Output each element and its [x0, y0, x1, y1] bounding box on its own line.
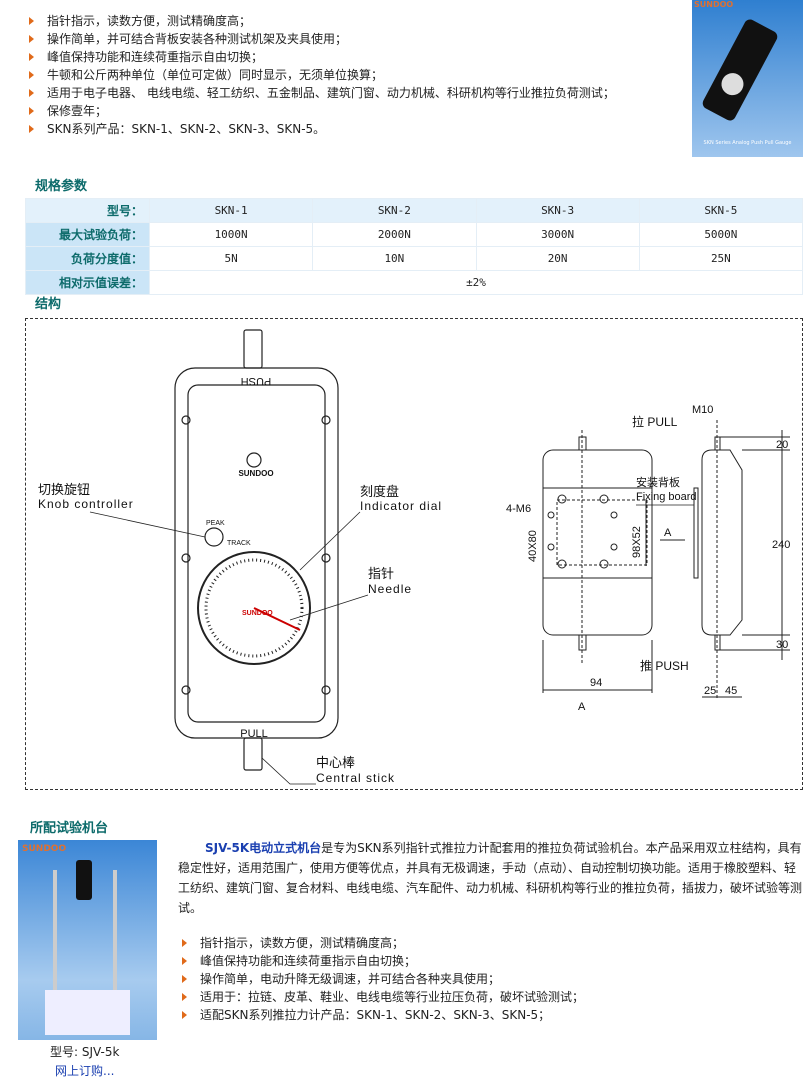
gauge-photo	[700, 17, 780, 123]
dim-94: 94	[590, 677, 602, 689]
knob-label-cn: 切换旋钮	[38, 482, 90, 497]
machine-description-text: SJV-5K电动立式机台是专为SKN系列指针式推拉力计配套用的推拉负荷试验机台。…	[178, 838, 802, 918]
board-label-en: Fixing board	[636, 491, 697, 503]
view-a-arrow: A	[664, 527, 672, 539]
product-caption: SKN Series Analog Push Pull Gauge	[703, 140, 792, 146]
structure-diagram-frame	[25, 318, 803, 790]
gauge-back-view	[542, 420, 790, 700]
machine-description: SJV-5K电动立式机台是专为SKN系列指针式推拉力计配套用的推拉负荷试验机台。…	[178, 838, 802, 918]
cell: 10N	[312, 246, 477, 271]
feature-item: 适用于电子电器、 电线电缆、轻工纺织、五金制品、建筑门窗、动力机械、科研机构等行…	[25, 84, 615, 102]
feature-item: 操作简单，电动升降无级调速，并可结合各种夹具使用；	[178, 970, 584, 988]
needle-icon	[253, 607, 301, 631]
machine-name: SJV-5K电动立式机台	[205, 841, 322, 855]
machine-image: SUNDOO	[18, 840, 157, 1040]
board-label-cn: 安装背板	[636, 475, 680, 489]
push-side-label: 推 PUSH	[640, 659, 689, 673]
knob-label-en: Knob controller	[38, 497, 134, 511]
table-row: 相对示值误差：±2%	[25, 270, 803, 295]
cell: 25N	[638, 246, 804, 271]
feature-list: 指针指示，读数方便，测试精确度高； 操作简单，并可结合背板安装各种测试机架及夹具…	[25, 12, 615, 138]
feature-item: 保修壹年；	[25, 102, 615, 120]
machine-base	[45, 990, 130, 1035]
needle-label-en: Needle	[368, 582, 412, 596]
dim-30: 30	[776, 639, 788, 651]
dim-240: 240	[772, 539, 790, 551]
cell: 5N	[148, 246, 314, 271]
pull-label: PULL	[240, 728, 268, 740]
row-label: 负荷分度值：	[25, 246, 150, 271]
structure-title: 结构	[35, 297, 62, 312]
m6-label: 4-M6	[506, 503, 531, 515]
peak-label: PEAK	[206, 520, 225, 527]
machine-brand: SUNDOO	[22, 844, 67, 854]
feature-item: 适配SKN系列推拉力计产品：SKN-1、SKN-2、SKN-3、SKN-5；	[178, 1006, 584, 1024]
feature-item: 适用于：拉链、皮革、鞋业、电线电缆等行业拉压负荷，破坏试验测试；	[178, 988, 584, 1006]
buy-online-link[interactable]: 网上订购...	[55, 1064, 115, 1078]
product-image: SUNDOO SKN Series Analog Push Pull Gauge	[692, 0, 803, 157]
product-brand: SUNDOO	[694, 0, 734, 9]
feature-item: 指针指示，读数方便，测试精确度高；	[25, 12, 615, 30]
machine-desc-text: 是专为SKN系列指针式推拉力计配套用的推拉负荷试验机台。本产品采用双立柱结构，具…	[178, 841, 803, 915]
cell: 1000N	[148, 222, 314, 247]
stick-label-cn: 中心棒	[316, 755, 355, 770]
dim-98x52: 98X52	[631, 526, 643, 558]
machine-column	[53, 870, 57, 990]
machine-gauge	[76, 860, 92, 900]
feature-item: 牛顿和公斤两种单位（单位可定做）同时显示，无须单位换算；	[25, 66, 615, 84]
machine-model: 型号: SJV-5k	[50, 1045, 120, 1059]
gauge-front-view	[89, 329, 369, 785]
dim-25: 25	[704, 685, 716, 697]
cell: ±2%	[149, 270, 803, 295]
dim-m10: M10	[692, 404, 713, 416]
cell: 20N	[475, 246, 640, 271]
dim-40x80: 40X80	[527, 530, 539, 562]
feature-item: 峰值保持功能和连续荷重指示自由切换；	[178, 952, 584, 970]
stick-label-en: Central stick	[316, 771, 395, 785]
row-label: 型号：	[25, 198, 150, 223]
dim-20: 20	[776, 439, 788, 451]
cell: 5000N	[638, 222, 804, 247]
machine-feature-list: 指针指示，读数方便，测试精确度高； 峰值保持功能和连续荷重指示自由切换； 操作简…	[178, 934, 584, 1024]
cell: SKN-2	[312, 198, 477, 223]
view-a-label: A	[578, 701, 586, 713]
row-label: 最大试验负荷：	[25, 222, 150, 247]
cell: SKN-1	[148, 198, 314, 223]
machine-column	[113, 870, 117, 990]
feature-item: 操作简单，并可结合背板安装各种测试机架及夹具使用；	[25, 30, 615, 48]
needle-label-cn: 指针	[368, 566, 394, 581]
push-label: PUSH	[241, 375, 272, 387]
dim-45: 45	[725, 685, 737, 697]
dial-label-en: Indicator dial	[360, 499, 442, 513]
cell: SKN-5	[638, 198, 804, 223]
cell: 3000N	[475, 222, 640, 247]
dial-label-cn: 刻度盘	[360, 484, 399, 499]
track-label: TRACK	[227, 540, 251, 547]
pull-side-label: 拉 PULL	[632, 414, 678, 429]
machine-title: 所配试验机台	[30, 821, 109, 836]
structure-diagram: PUSH SUNDOO 切换旋钮 Knob controller PEAK TR…	[38, 329, 790, 785]
brand-label: SUNDOO	[238, 469, 273, 478]
dial-brand: SUNDOO	[242, 610, 273, 617]
spec-title: 规格参数	[35, 179, 88, 194]
knob-icon	[204, 527, 224, 547]
gauge-photo-dial	[717, 69, 748, 100]
feature-item: SKN系列产品：SKN-1、SKN-2、SKN-3、SKN-5。	[25, 120, 615, 138]
feature-item: 指针指示，读数方便，测试精确度高；	[178, 934, 584, 952]
cell: SKN-3	[475, 198, 640, 223]
feature-item: 峰值保持功能和连续荷重指示自由切换；	[25, 48, 615, 66]
cell: 2000N	[312, 222, 477, 247]
row-label: 相对示值误差：	[25, 270, 150, 295]
